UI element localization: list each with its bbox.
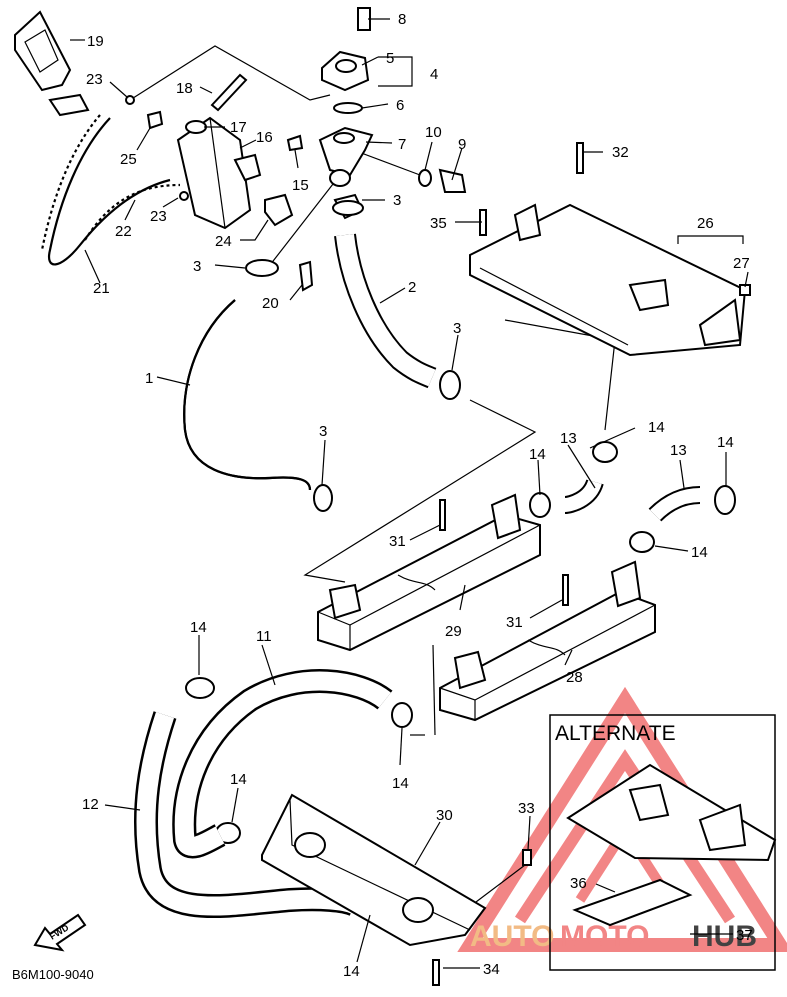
watermark-text-moto: MOTO	[560, 920, 649, 953]
callout-14-g: 14	[230, 771, 247, 788]
radiator-26	[469, 203, 747, 357]
alternate-label: ALTERNATE	[555, 722, 676, 745]
alternate-box: ALTERNATE	[549, 714, 777, 971]
reservoir-tank-16	[176, 116, 262, 230]
bolts	[432, 142, 751, 986]
callout-22: 22	[115, 223, 132, 240]
callout-13-b: 13	[670, 442, 687, 459]
callout-21: 21	[93, 280, 110, 297]
callout-3-thermo: 3	[393, 192, 401, 209]
hoses-13	[564, 478, 701, 522]
callout-14-a: 14	[648, 419, 665, 436]
fwd-arrow-icon: FWD	[33, 913, 87, 952]
callout-16: 16	[256, 129, 273, 146]
callout-37: 37	[736, 927, 753, 944]
hose-2	[334, 233, 437, 389]
callout-36: 36	[570, 875, 587, 892]
small-parts-top	[125, 95, 314, 292]
clamps-3	[245, 200, 461, 512]
callout-25: 25	[120, 151, 137, 168]
overflow-hose-21-22	[40, 114, 181, 266]
sensor-9-10	[418, 168, 467, 193]
callout-20: 20	[262, 295, 279, 312]
callout-29: 29	[445, 623, 462, 640]
callout-14-b: 14	[529, 446, 546, 463]
assembly-lines	[129, 45, 616, 906]
callout-17: 17	[230, 119, 247, 136]
callout-26: 26	[697, 215, 714, 232]
reservoir-bracket-19	[14, 10, 90, 117]
callout-3-low: 3	[319, 423, 327, 440]
callout-14-c: 14	[717, 434, 734, 451]
callout-14-e: 14	[190, 619, 207, 636]
callout-1: 1	[145, 370, 153, 387]
callout-31-a: 31	[389, 533, 406, 550]
watermark-text-hub: HUB	[692, 920, 757, 953]
callout-34: 34	[483, 961, 500, 978]
callout-19: 19	[87, 33, 104, 50]
callout-23-bottom: 23	[150, 208, 167, 225]
callout-12: 12	[82, 796, 99, 813]
callout-9: 9	[458, 136, 466, 153]
callout-32: 32	[612, 144, 629, 161]
callout-14-f: 14	[392, 775, 409, 792]
hose-1	[183, 299, 312, 491]
diagram-code: B6M100-9040	[12, 967, 94, 982]
callout-2: 2	[408, 279, 416, 296]
callout-3-mid: 3	[453, 320, 461, 337]
callout-27: 27	[733, 255, 750, 272]
callout-18: 18	[176, 80, 193, 97]
hose-11	[172, 669, 393, 859]
callout-10: 10	[425, 124, 442, 141]
callout-6: 6	[396, 97, 404, 114]
callout-3-left: 3	[193, 258, 201, 275]
callout-24: 24	[215, 233, 232, 250]
radiator-28	[439, 560, 656, 722]
watermark-text-auto: AUTO	[470, 920, 554, 953]
callout-14-d: 14	[691, 544, 708, 561]
callout-35: 35	[430, 215, 447, 232]
radiator-29	[317, 493, 541, 652]
callout-28: 28	[566, 669, 583, 686]
callout-33: 33	[518, 800, 535, 817]
callout-13-a: 13	[560, 430, 577, 447]
callout-4: 4	[430, 66, 438, 83]
radiator-30	[261, 793, 487, 947]
callout-labels: 8 5 4 6 7 3 10 9 35 32 26 27 19 23 18 17…	[82, 11, 753, 980]
callout-31-b: 31	[506, 614, 523, 631]
callout-11: 11	[256, 628, 272, 645]
callout-30: 30	[436, 807, 453, 824]
callout-23-top: 23	[86, 71, 103, 88]
callout-5: 5	[386, 50, 394, 67]
callout-15: 15	[292, 177, 309, 194]
callout-14-h: 14	[343, 963, 360, 980]
callout-7: 7	[398, 136, 406, 153]
thermostat-housing	[318, 7, 374, 220]
hose-12	[134, 711, 361, 919]
callout-8: 8	[398, 11, 406, 28]
pipe-18	[210, 73, 248, 112]
leader-lines	[70, 18, 749, 969]
